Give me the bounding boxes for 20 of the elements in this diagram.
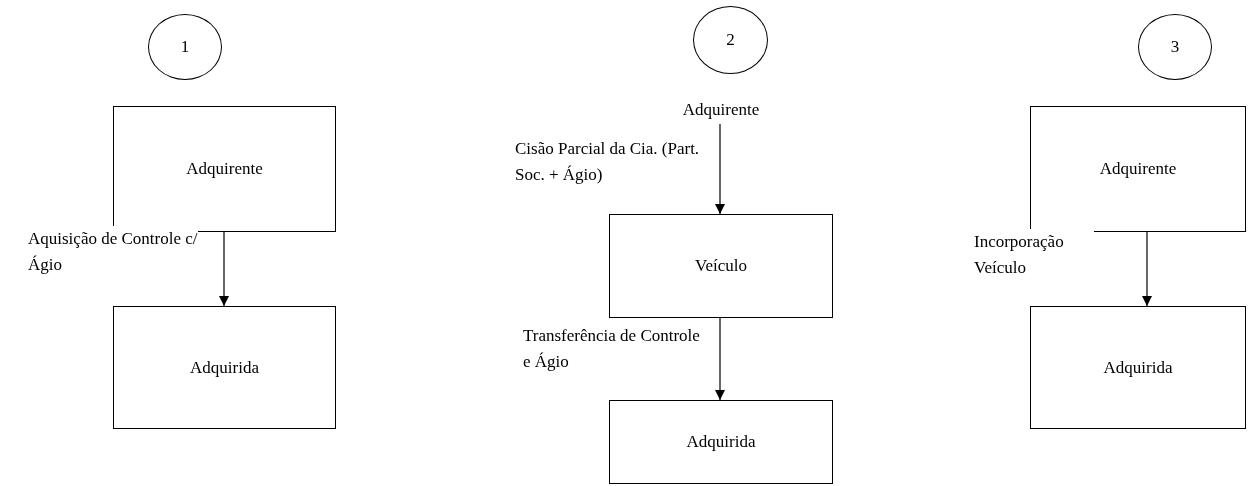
entity-box <box>1030 306 1246 429</box>
entity-box <box>113 306 336 429</box>
entity-box <box>1030 106 1246 232</box>
node-label: Adquirente <box>1099 158 1177 181</box>
node-label: 2 <box>726 29 735 52</box>
node-label: Adquirida <box>190 356 259 379</box>
node-label: Adquirente <box>186 158 263 181</box>
entity-box <box>609 400 833 484</box>
node-label: Veículo <box>695 255 747 278</box>
arrow <box>715 317 725 401</box>
node-label: Adquirida <box>686 431 756 454</box>
node-label: Adquirente <box>682 99 760 122</box>
entity-box <box>609 214 833 318</box>
node-label: Adquirida <box>1103 356 1173 379</box>
arrow <box>219 231 229 307</box>
node-label: 1 <box>180 36 190 59</box>
entity-box <box>113 106 336 232</box>
node-label: 3 <box>1170 36 1180 59</box>
arrow <box>715 123 725 215</box>
arrow <box>1142 231 1152 307</box>
